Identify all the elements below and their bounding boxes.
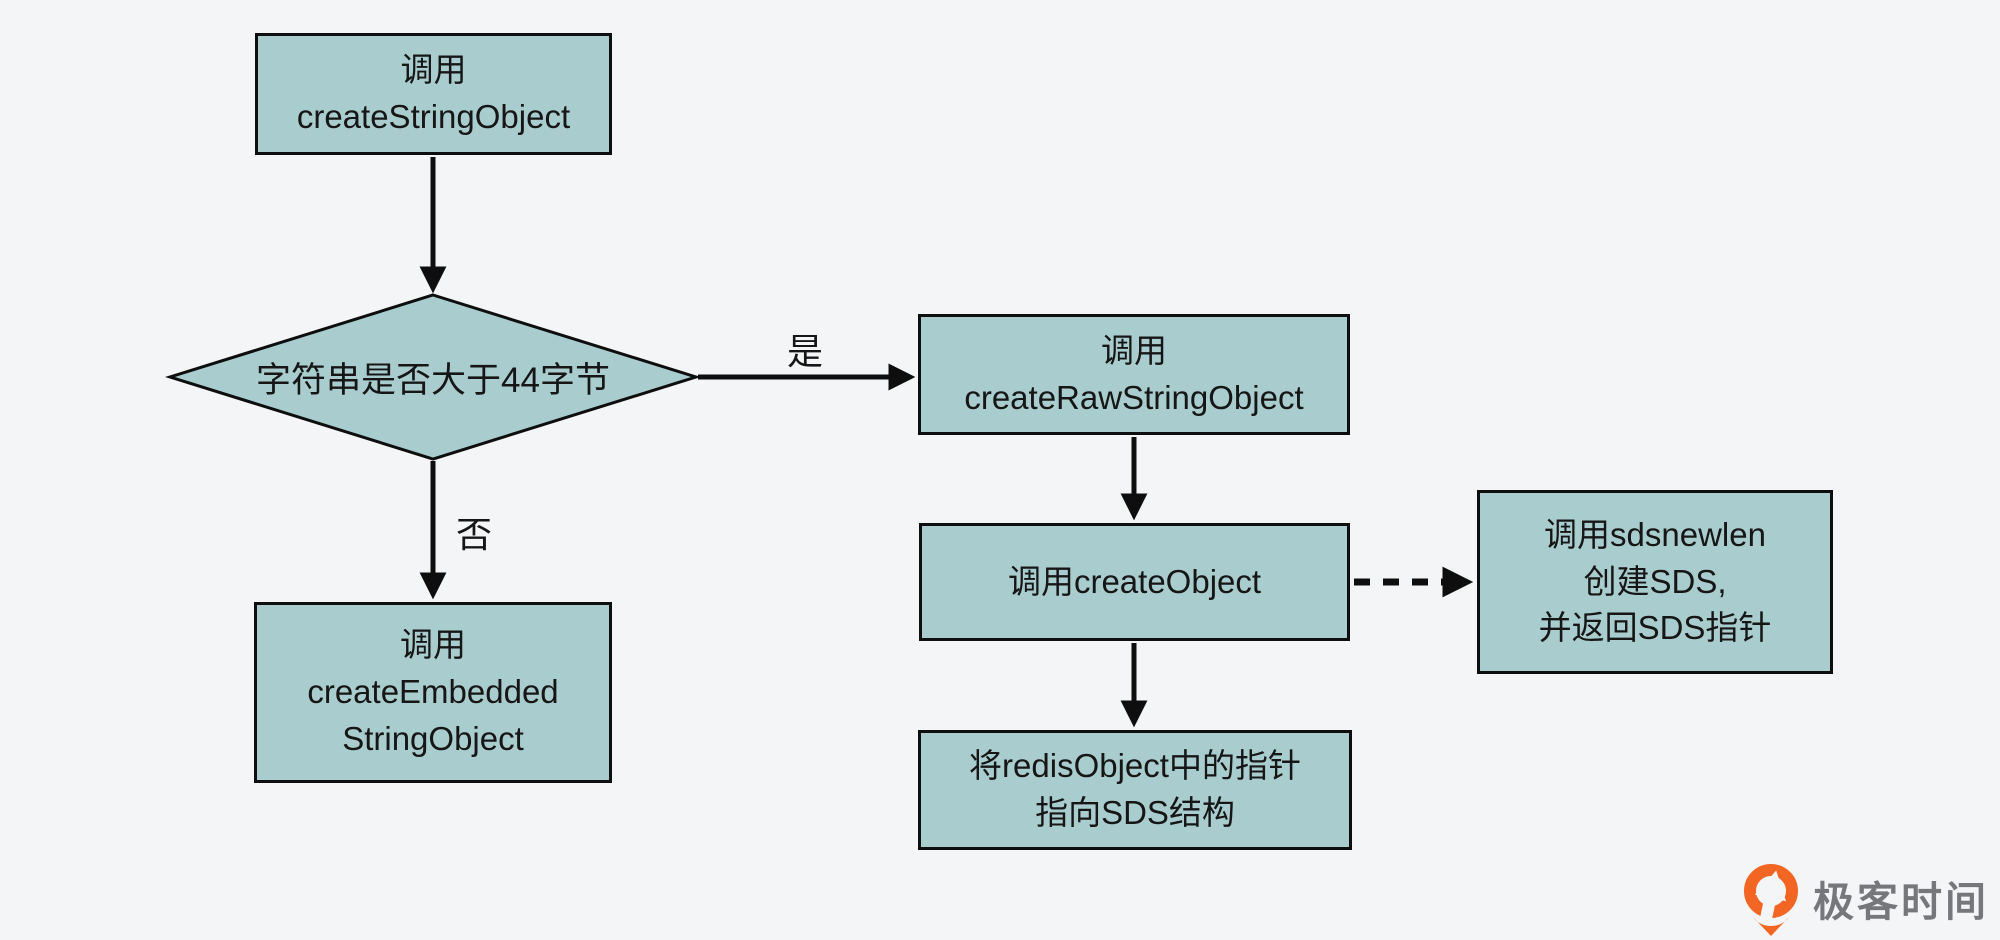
node-line: createStringObject: [296, 98, 571, 135]
edge-label-no: 否: [456, 514, 493, 555]
node-line: createEmbedded: [307, 673, 559, 711]
geektime-logo-text: 极客时间: [1813, 879, 1989, 925]
node-sdsnewlen: 调用sdsnewlen 创建SDS, 并返回SDS指针: [1477, 490, 1833, 674]
node-create-object: 调用createObject: [919, 523, 1350, 641]
node-line: 调用: [400, 51, 467, 89]
node-create-string-object: 调用 createStringObject: [255, 33, 612, 155]
node-line: createRawStringObject: [964, 378, 1304, 416]
node-line: 调用: [400, 626, 466, 664]
geektime-logo-icon: [1744, 864, 1798, 936]
node-set-redis-object-pointer: 将redisObject中的指针 指向SDS结构: [918, 730, 1352, 850]
node-create-embedded-string-object: 调用 createEmbedded StringObject: [254, 602, 612, 783]
node-line: 创建SDS,: [1583, 562, 1727, 600]
node-line: 调用: [1101, 331, 1167, 369]
node-line: 将redisObject中的指针: [969, 747, 1301, 785]
brand-logo: 极客时间: [1742, 858, 1989, 938]
node-line: 指向SDS结构: [1035, 794, 1235, 831]
decision-diamond-shape: [164, 293, 702, 461]
node-line: StringObject: [342, 719, 524, 757]
node-create-raw-string-object: 调用 createRawStringObject: [918, 314, 1350, 435]
edge-label-yes: 是: [787, 331, 824, 372]
node-line: 并返回SDS指针: [1538, 609, 1772, 647]
node-line: 调用sdsnewlen: [1544, 515, 1766, 553]
decision-diamond-label: 字符串是否大于44字节: [256, 360, 610, 400]
